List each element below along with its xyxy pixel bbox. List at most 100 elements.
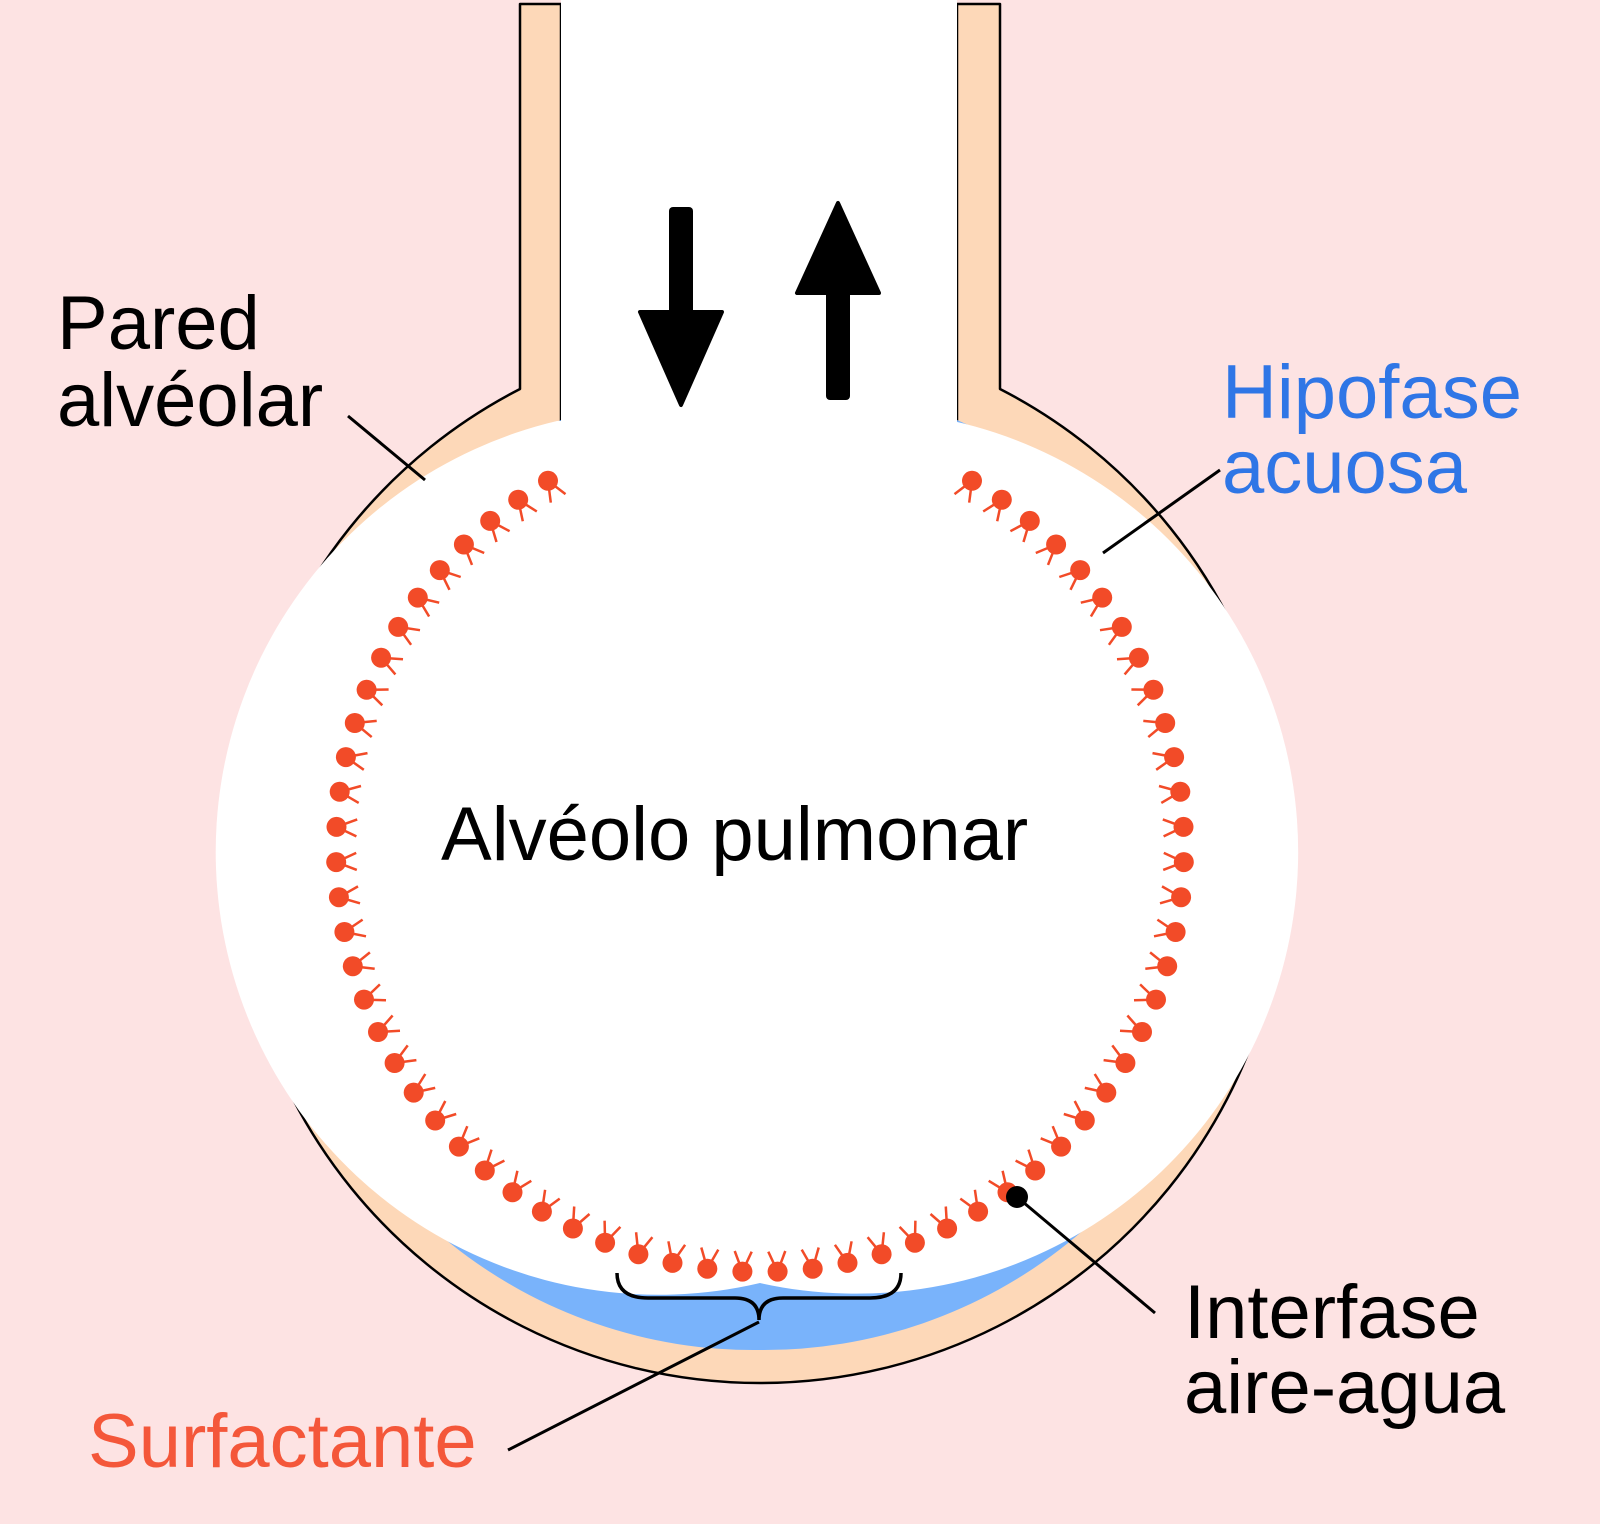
- interface-leader-line: [1016, 1195, 1156, 1315]
- surfactant-molecule: [403, 1073, 436, 1103]
- surfactant-head: [1070, 560, 1091, 581]
- arrow-up-icon: [795, 201, 881, 400]
- surfactant-head: [562, 1218, 583, 1239]
- surfactant-head: [1173, 852, 1194, 873]
- surfactant-head: [538, 470, 558, 491]
- surfactant-head: [425, 1110, 446, 1131]
- surfactant-head: [342, 956, 363, 977]
- surfactant-head: [326, 816, 347, 837]
- wall-label-line1: Pared: [57, 281, 260, 366]
- surfactant-label: Surfactante: [88, 1399, 477, 1484]
- surfactant-molecule: [800, 1247, 823, 1279]
- surfactant-molecule: [732, 1250, 753, 1282]
- surfactant-head: [1132, 1022, 1152, 1042]
- surfactant-head: [508, 489, 529, 510]
- surfactant-molecule: [474, 1149, 505, 1181]
- surfactant-molecule: [384, 1044, 417, 1073]
- arrow-down-icon: [638, 207, 724, 407]
- surfactant-head: [407, 587, 428, 608]
- surfactant-molecule: [1084, 1073, 1117, 1103]
- surfactant-molecule: [697, 1247, 720, 1279]
- surfactant-head: [371, 647, 392, 668]
- surfactant-head: [453, 534, 474, 555]
- surfactant-molecule: [344, 713, 377, 739]
- surfactant-molecule: [1040, 1125, 1072, 1157]
- surfactant-molecule: [1158, 781, 1191, 804]
- surfactant-molecule: [371, 647, 404, 676]
- surfactant-head: [334, 922, 355, 942]
- surfactant-molecule: [1099, 616, 1132, 646]
- surfactant-molecule: [368, 1014, 401, 1042]
- surfactant-head: [480, 510, 501, 531]
- surfactant-head: [531, 1201, 552, 1222]
- surfactant-molecule: [508, 489, 538, 522]
- surfactant-molecule: [1015, 1149, 1046, 1181]
- wall-leader-line: [347, 414, 426, 482]
- surfactant-molecule: [1058, 560, 1091, 591]
- surfactant-head: [1096, 1082, 1117, 1103]
- surfactant-molecule: [425, 1100, 457, 1131]
- surfactant-head: [1146, 989, 1166, 1010]
- surfactant-head: [697, 1258, 718, 1279]
- surfactant-head: [356, 679, 377, 700]
- surfactant-head: [403, 1082, 424, 1103]
- surfactant-head: [628, 1244, 649, 1265]
- surfactant-head: [595, 1232, 616, 1253]
- interface-marker: [1006, 1186, 1028, 1208]
- surfactant-molecule: [334, 918, 367, 942]
- surfactant-head: [1115, 1053, 1136, 1073]
- hypophase-label-line2: acuosa: [1222, 425, 1468, 510]
- surfactant-head: [991, 489, 1012, 510]
- surfactant-head: [1157, 956, 1178, 977]
- surfactant-head: [1046, 534, 1067, 555]
- surfactant-head: [1074, 1110, 1095, 1131]
- surfactant-head: [968, 1201, 989, 1222]
- surfactant-molecule: [326, 816, 358, 838]
- surfactant-molecule: [562, 1206, 591, 1239]
- surfactant-molecule: [628, 1232, 654, 1265]
- surfactant-head: [1128, 647, 1149, 668]
- surfactant-head: [937, 1218, 958, 1239]
- surfactant-molecule: [538, 470, 567, 503]
- surfactant-molecule: [326, 851, 358, 873]
- surfactant-head: [662, 1252, 683, 1273]
- surfactant-head: [502, 1182, 523, 1203]
- alveolus-center-label: Alvéolo pulmonar: [441, 792, 1028, 877]
- surfactant-molecule: [1145, 951, 1178, 977]
- surfactant-molecule: [959, 1189, 989, 1222]
- surfactant-molecule: [1162, 816, 1194, 838]
- surfactant-head: [368, 1022, 388, 1042]
- surfactant-head: [474, 1160, 495, 1181]
- surfactant-molecule: [388, 616, 421, 646]
- surfactant-head: [1111, 616, 1132, 637]
- surfactant-head: [1170, 781, 1191, 802]
- surfactant-molecule: [356, 679, 389, 707]
- wall-label-line2: alvéolar: [57, 358, 323, 443]
- surfactant-molecule: [335, 747, 368, 771]
- surfactant-head: [962, 470, 982, 491]
- surfactant-molecule: [767, 1250, 788, 1282]
- interface-label-line1: Interfase: [1184, 1270, 1480, 1355]
- surfactant-head: [429, 560, 450, 581]
- surfactant-head: [326, 852, 347, 873]
- surfactant-head: [329, 781, 350, 802]
- surfactant-molecule: [1152, 747, 1185, 771]
- surfactant-head: [1171, 887, 1192, 908]
- surfactant-head: [871, 1244, 892, 1265]
- surfactant-head: [1051, 1136, 1072, 1157]
- surfactant-head: [1143, 679, 1164, 700]
- interface-label-line2: aire-agua: [1184, 1345, 1506, 1430]
- air-space: [215, 421, 1299, 1295]
- surfactant-molecule: [329, 781, 362, 804]
- surfactant-head: [344, 713, 365, 733]
- surfactant-molecule: [354, 983, 387, 1010]
- hypophase-label-line1: Hipofase: [1222, 350, 1522, 435]
- airway: [561, 0, 957, 424]
- surfactant-molecule: [448, 1125, 480, 1157]
- surfactant-molecule: [328, 885, 361, 908]
- surfactant-head: [388, 616, 409, 637]
- surfactant-head: [1092, 587, 1113, 608]
- surfactant-molecule: [1063, 1100, 1095, 1131]
